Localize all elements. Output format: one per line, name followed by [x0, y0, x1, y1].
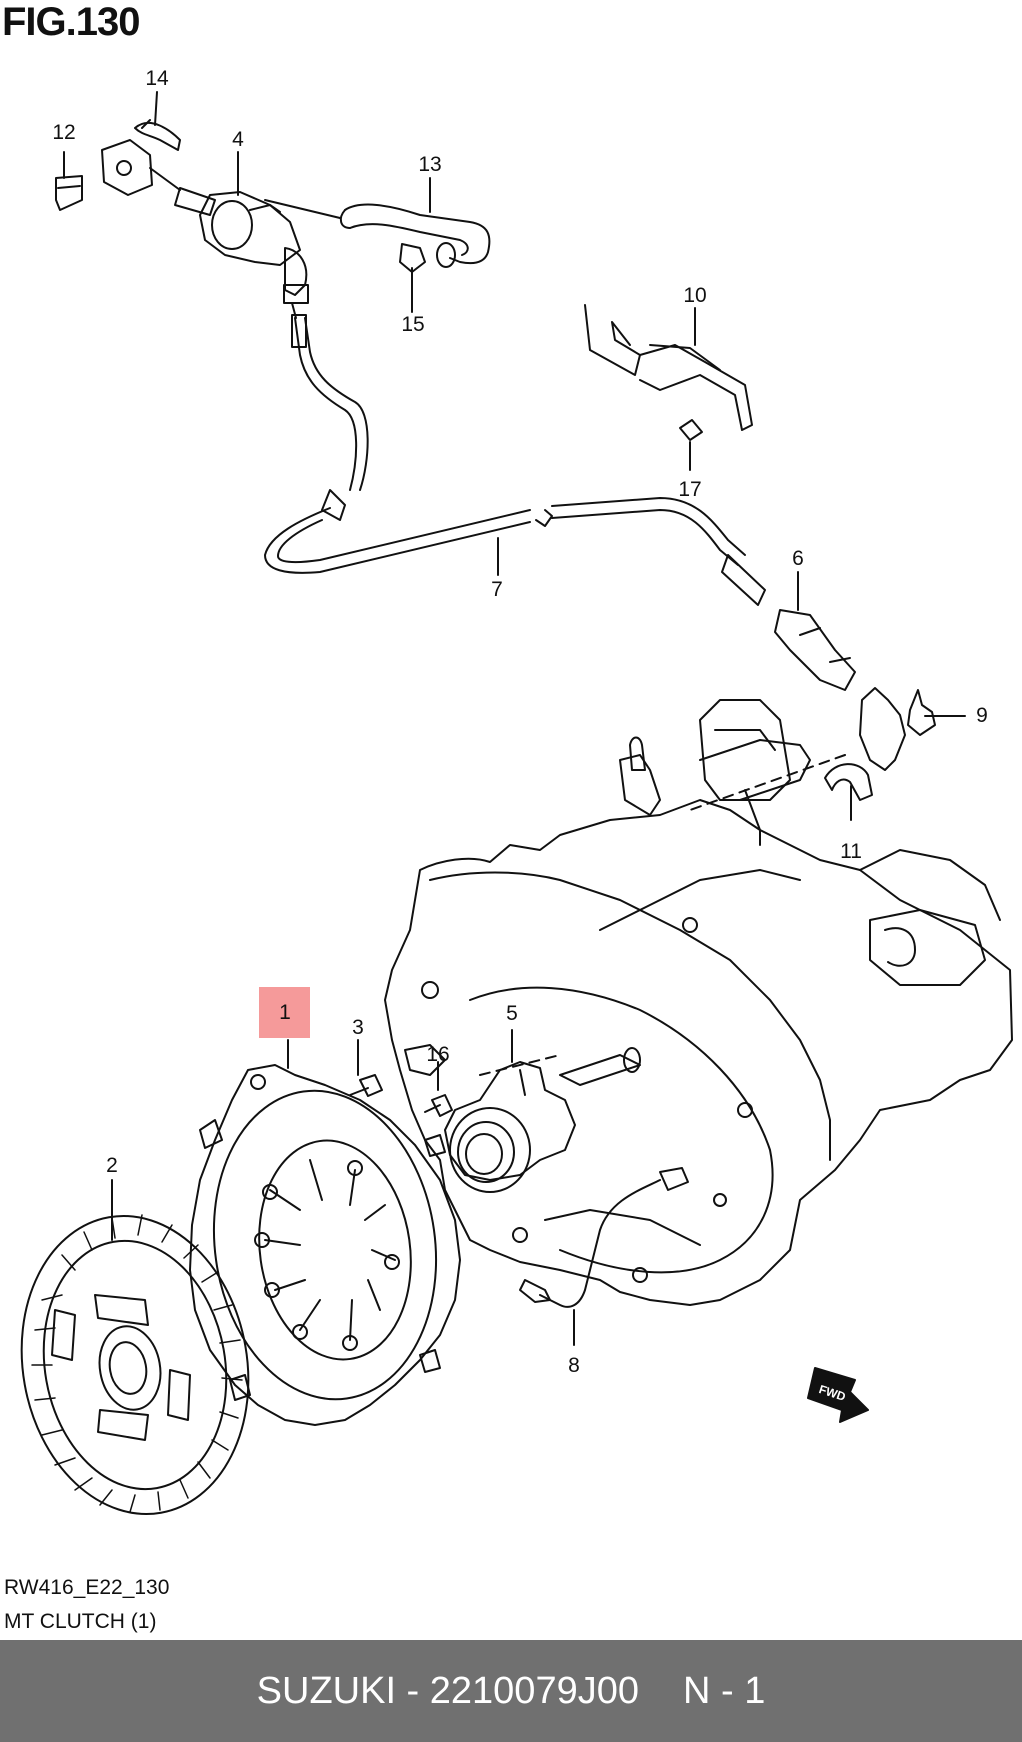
footer-page: N - 1	[682, 1669, 766, 1712]
callout-11[interactable]: 11	[840, 840, 862, 863]
reservoir-hose	[341, 205, 490, 272]
callout-6[interactable]: 6	[792, 547, 804, 570]
clutch-disc-facing	[32, 1215, 242, 1512]
clutch-exploded-diagram: FWD	[0, 0, 1022, 1640]
callout-7[interactable]: 7	[491, 578, 503, 601]
callout-8[interactable]: 8	[568, 1354, 580, 1377]
clutch-cover	[190, 1065, 460, 1425]
callout-12[interactable]: 12	[52, 121, 76, 144]
diagram-caption: MT CLUTCH (1)	[4, 1610, 157, 1633]
callout-13[interactable]: 13	[418, 153, 442, 176]
callout-10[interactable]: 10	[683, 284, 707, 307]
leader-lines	[64, 92, 965, 1345]
callout-17[interactable]: 17	[678, 478, 702, 501]
bracket	[585, 305, 752, 430]
flexible-hose	[265, 498, 765, 605]
callout-highlight	[259, 987, 310, 1038]
fwd-arrow-shape	[808, 1368, 868, 1422]
callout-14[interactable]: 14	[145, 67, 169, 90]
callout-9[interactable]: 9	[976, 704, 988, 727]
clutch-pipe	[292, 315, 368, 520]
callout-4[interactable]: 4	[232, 128, 244, 151]
diagram-code: RW416_E22_130	[4, 1576, 170, 1599]
figure-title: FIG.130	[2, 0, 141, 44]
master-cylinder	[102, 140, 340, 318]
callout-16[interactable]: 16	[426, 1043, 450, 1066]
transmission-housing	[385, 700, 1012, 1305]
callout-1[interactable]: 1	[279, 1001, 291, 1024]
callout-5[interactable]: 5	[506, 1002, 518, 1025]
callout-3[interactable]: 3	[352, 1016, 364, 1039]
release-bearing	[445, 1062, 575, 1192]
clutch-disc	[0, 1198, 271, 1532]
footer-bar: SUZUKI - 2210079J00 N - 1	[0, 1640, 1022, 1742]
callout-2[interactable]: 2	[106, 1154, 118, 1177]
callout-15[interactable]: 15	[401, 313, 425, 336]
footer-part-ref: SUZUKI - 2210079J00	[256, 1669, 639, 1712]
hose-fitting	[775, 610, 855, 690]
